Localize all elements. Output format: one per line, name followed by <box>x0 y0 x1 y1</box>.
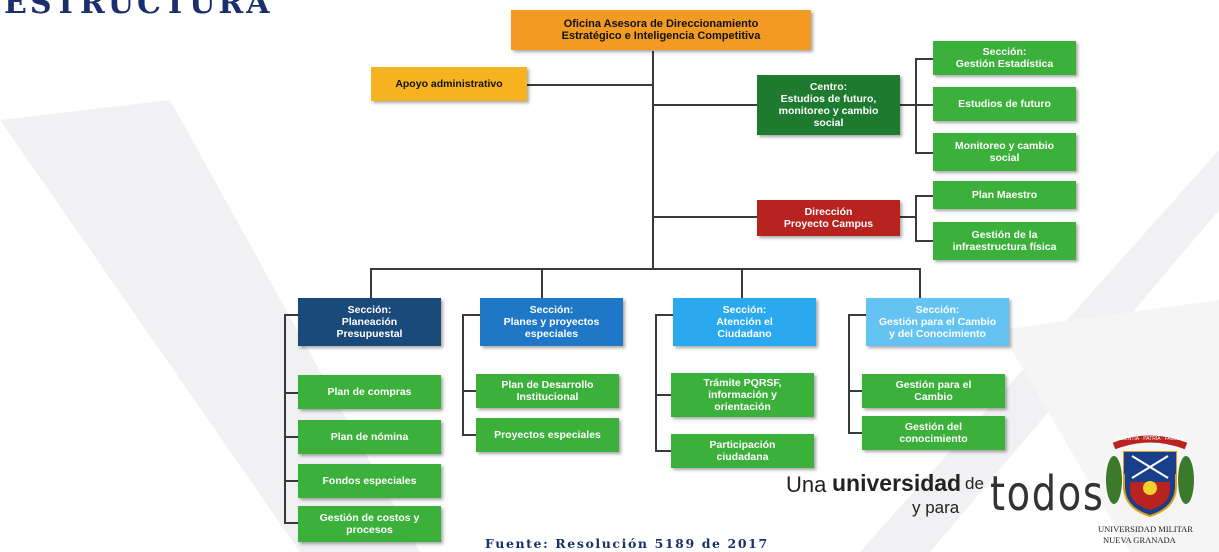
org-box-gestion-infraestructura: Gestión de la infraestructura física <box>933 222 1076 260</box>
org-box-plan-maestro: Plan Maestro <box>933 181 1076 209</box>
org-box-gestion-costos-procesos: Gestión de costos y procesos <box>298 506 441 542</box>
org-box-proyectos-especiales: Proyectos especiales <box>476 418 619 452</box>
org-box-gestion-estadistica: Sección: Gestión Estadística <box>933 41 1076 75</box>
source-citation: Fuente: Resolución 5189 de 2017 <box>485 536 769 551</box>
org-box-seccion-planes-proyectos: Sección: Planes y proyectos especiales <box>480 298 623 346</box>
org-box-gestion-del-conocimiento: Gestión del conocimiento <box>862 416 1005 450</box>
org-box-monitoreo-cambio-social: Monitoreo y cambio social <box>933 133 1076 171</box>
org-box-gestion-para-el-cambio: Gestión para el Cambio <box>862 374 1005 408</box>
org-box-centro-estudios: Centro: Estudios de futuro, monitoreo y … <box>757 75 900 135</box>
org-box-seccion-gestion-cambio-conocimiento: Sección: Gestión para el Cambio y del Co… <box>866 298 1009 346</box>
slogan-de: de <box>965 474 984 493</box>
org-box-seccion-atencion-ciudadano: Sección: Atención el Ciudadano <box>673 298 816 346</box>
slogan-universidad: universidad <box>832 470 962 496</box>
org-box-oficina-asesora: Oficina Asesora de Direccionamiento Estr… <box>511 10 811 50</box>
seal-emblem <box>1106 435 1194 518</box>
slogan-todos: todos <box>990 466 1105 522</box>
org-box-fondos-especiales: Fondos especiales <box>298 464 441 498</box>
org-box-apoyo-administrativo: Apoyo administrativo <box>371 67 527 101</box>
university-name-line2: NUEVA GRANADA <box>1103 535 1176 545</box>
org-box-participacion-ciudadana: Participación ciudadana <box>671 434 814 468</box>
org-box-seccion-planeacion-presupuestal: Sección: Planeación Presupuestal <box>298 298 441 346</box>
university-name-line1: UNIVERSIDAD MILITAR <box>1098 524 1193 534</box>
university-seal: SCIENTIA · PATRIA · FAMILIA <box>1100 430 1200 525</box>
org-box-plan-desarrollo-institucional: Plan de Desarrollo Institucional <box>476 374 619 408</box>
seal-motto: SCIENTIA · PATRIA · FAMILIA <box>1116 436 1184 442</box>
org-box-plan-de-nomina: Plan de nómina <box>298 420 441 454</box>
org-box-tramite-pqrsf: Trámite PQRSF, información y orientación <box>671 373 814 417</box>
org-box-plan-de-compras: Plan de compras <box>298 375 441 409</box>
page-title: ESTRUCTURA <box>4 0 273 21</box>
org-box-estudios-de-futuro: Estudios de futuro <box>933 87 1076 121</box>
org-box-direccion-proyecto-campus: Dirección Proyecto Campus <box>757 200 900 236</box>
slogan-y-para: y para <box>912 498 960 517</box>
slogan-una: Una <box>786 472 827 497</box>
